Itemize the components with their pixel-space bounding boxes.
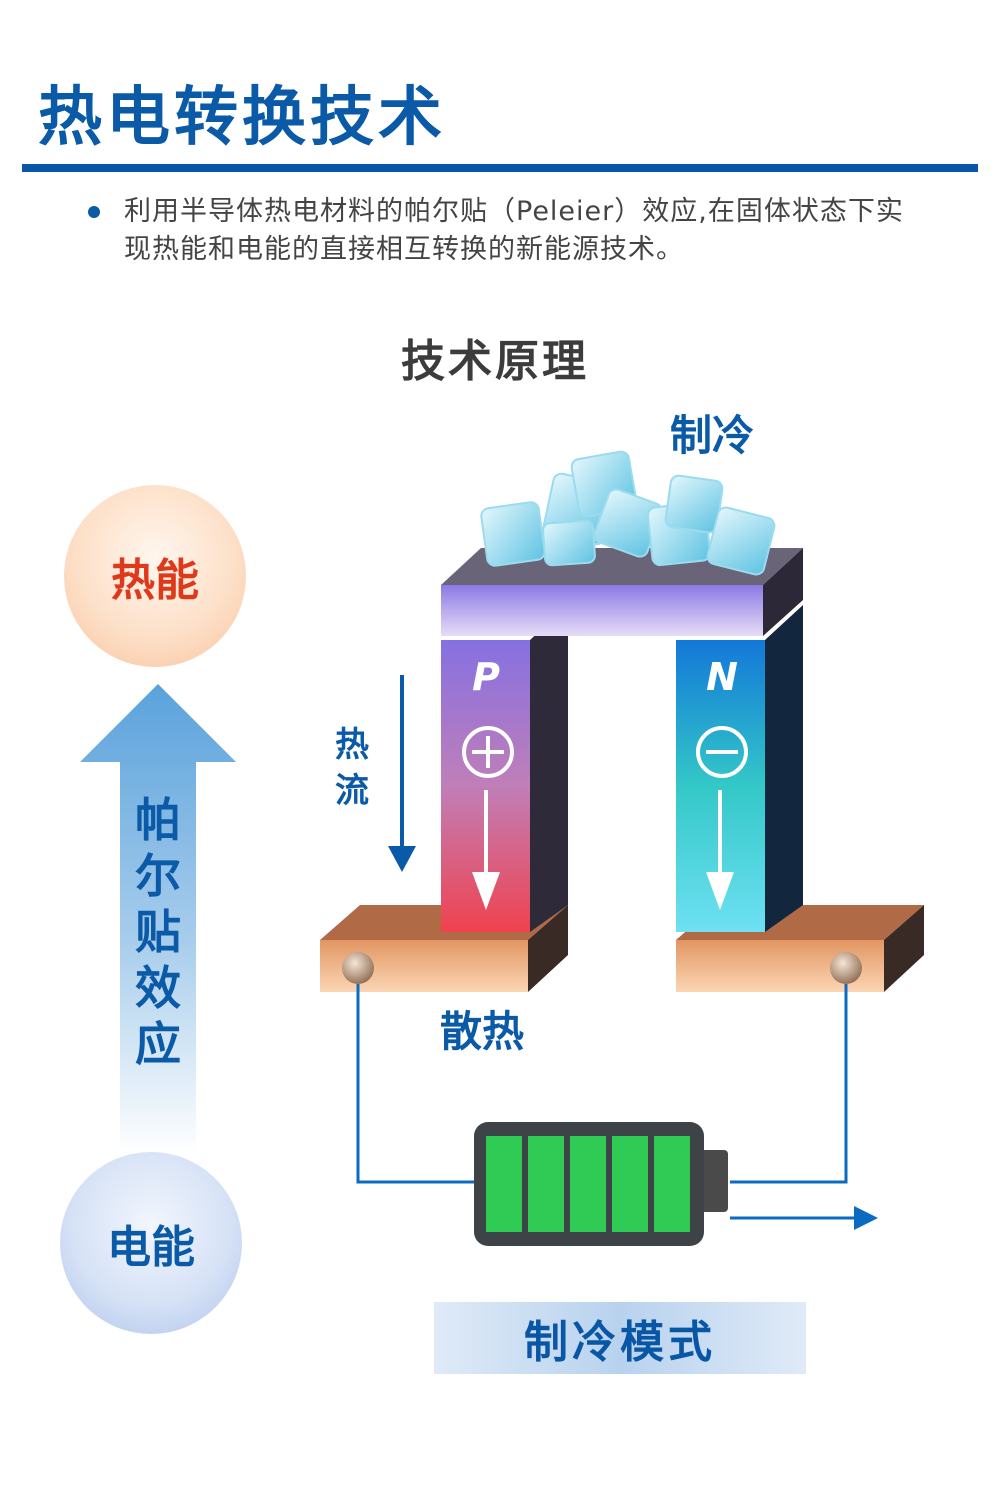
p-label: P [472, 655, 500, 699]
big-up-arrow-icon [80, 684, 236, 1154]
title-rule [22, 164, 978, 172]
peltier-effect-label: 帕尔贴效应 [135, 793, 181, 1071]
electric-energy-label: 电能 [107, 1222, 195, 1273]
current-arrow-icon [854, 1206, 878, 1230]
n-type-leg [676, 605, 803, 932]
heat-energy-circle: 热能 [64, 485, 246, 667]
cooling-mode-banner: 制冷模式 [434, 1302, 806, 1374]
heat-energy-label: 热能 [111, 555, 199, 606]
intro-text: 利用半导体热电材料的帕尔贴（Peleier）效应,在固体状态下实现热能和电能的直… [124, 196, 904, 265]
page-title: 热电转换技术 [38, 81, 446, 155]
electric-energy-circle: 电能 [60, 1152, 242, 1334]
n-label: N [706, 655, 738, 699]
plus-circle-icon [462, 726, 514, 778]
cooling-label: 制冷 [670, 411, 755, 460]
heat-flow-arrow-icon [388, 675, 416, 872]
circuit-wire [356, 984, 858, 1220]
minus-circle-icon [696, 726, 748, 778]
mode-label: 制冷模式 [524, 1317, 716, 1368]
p-type-leg [441, 605, 568, 932]
bullet-icon [88, 206, 100, 218]
heat-flow-label: 热流 [335, 725, 369, 811]
left-terminal [342, 952, 374, 984]
right-terminal [830, 952, 862, 984]
battery-icon [474, 1122, 728, 1246]
heat-dissipation-label: 散热 [440, 1007, 525, 1056]
ice-cubes-icon [480, 450, 776, 576]
section-title: 技术原理 [401, 336, 589, 387]
